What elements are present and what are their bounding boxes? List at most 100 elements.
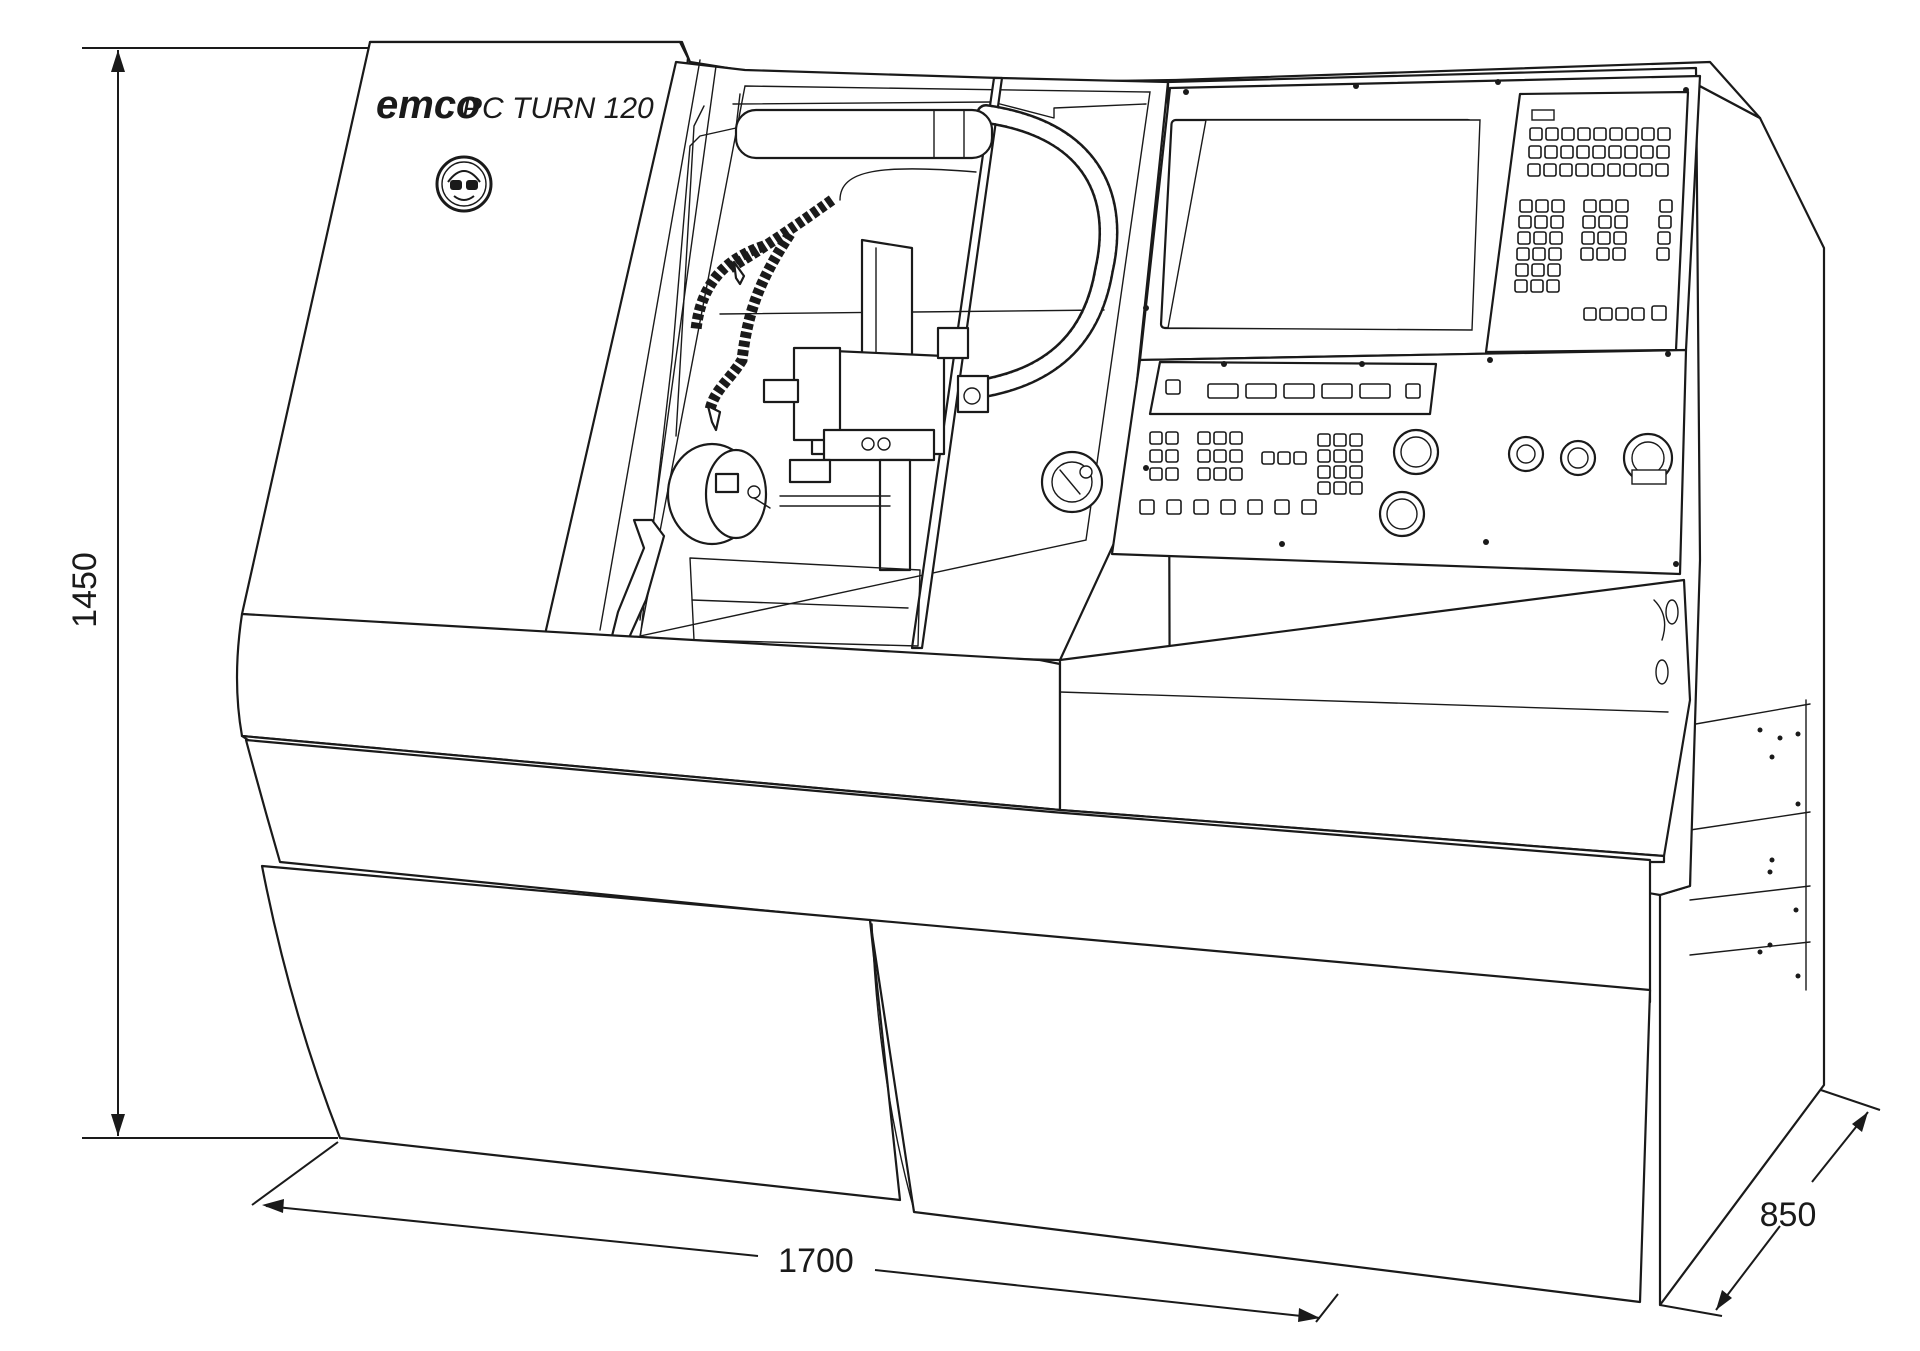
keyboard-key: [1576, 145, 1590, 159]
window-divider-bar: [910, 76, 1004, 650]
operator-key: [1349, 465, 1363, 479]
spindle-override-knob: [1378, 490, 1426, 538]
keyboard-key: [1592, 145, 1606, 159]
panel-screws: [1143, 79, 1689, 567]
keyboard-key: [1651, 305, 1667, 321]
keyboard-key: [1593, 127, 1607, 141]
height-dimension-label: 1450: [66, 552, 104, 628]
operator-key: [1333, 449, 1347, 463]
height-dimension: 1450: [66, 47, 368, 1139]
strip-key: [1245, 383, 1277, 399]
brand-logo: emco: [376, 83, 481, 127]
display-strip-keys: [1165, 379, 1421, 399]
cycle-start-button: [1559, 439, 1597, 477]
keyboard-key: [1548, 247, 1562, 261]
keyboard-key: [1581, 231, 1595, 245]
strip-key: [1207, 383, 1239, 399]
operator-key: [1197, 467, 1211, 481]
operator-key: [1197, 431, 1211, 445]
strip-key: [1165, 379, 1181, 395]
operator-key: [1220, 499, 1236, 515]
operator-key: [1261, 451, 1275, 465]
operator-key: [1301, 499, 1317, 515]
side-port-upper: [1665, 599, 1679, 625]
operator-key: [1149, 449, 1163, 463]
keyboard-key: [1545, 127, 1559, 141]
keyboard-key: [1583, 307, 1597, 321]
keyboard-key: [1607, 163, 1621, 177]
keyboard-key: [1597, 231, 1611, 245]
keyboard-key: [1528, 145, 1542, 159]
keyboard-key: [1550, 215, 1564, 229]
operator-key: [1349, 449, 1363, 463]
keyboard-key: [1655, 163, 1669, 177]
side-port-lower: [1655, 659, 1669, 685]
front-band-right: [1058, 578, 1692, 858]
operator-key: [1317, 433, 1331, 447]
keyboard-keys: [1514, 127, 1673, 321]
keyboard-key: [1531, 263, 1545, 277]
operator-keys: [1139, 431, 1363, 515]
operator-key: [1349, 433, 1363, 447]
width-dimension: 1700: [251, 1141, 1339, 1323]
keyboard-key: [1656, 145, 1670, 159]
coolant-nozzle: [690, 195, 836, 432]
keyboard-key: [1544, 145, 1558, 159]
keyboard-key: [1609, 127, 1623, 141]
keyboard-key: [1596, 247, 1610, 261]
strip-key: [1359, 383, 1391, 399]
keyboard-key: [1519, 199, 1533, 213]
operator-key: [1197, 449, 1211, 463]
width-dimension-label: 1700: [778, 1242, 854, 1280]
keyboard-key: [1623, 163, 1637, 177]
operator-key: [1149, 467, 1163, 481]
keyboard-key: [1599, 199, 1613, 213]
operator-key: [1317, 481, 1331, 495]
keyboard-key: [1559, 163, 1573, 177]
operator-key: [1229, 467, 1243, 481]
keyboard-key: [1624, 145, 1638, 159]
operator-key: [1229, 449, 1243, 463]
depth-dimension: 850: [1659, 1084, 1881, 1317]
top-tube: [734, 108, 994, 160]
keyboard-key: [1580, 247, 1594, 261]
chuck: [666, 442, 771, 546]
strip-key: [1321, 383, 1353, 399]
keyboard-key: [1583, 199, 1597, 213]
keyboard-key: [1657, 231, 1671, 245]
keyboard-key: [1641, 127, 1655, 141]
keyboard-key: [1527, 163, 1541, 177]
keyboard-key: [1615, 307, 1629, 321]
keyboard-key: [1657, 127, 1671, 141]
keyboard-key: [1582, 215, 1596, 229]
keyboard-key: [1560, 145, 1574, 159]
operator-key: [1274, 499, 1290, 515]
operator-key: [1139, 499, 1155, 515]
model-name: PC TURN 120: [462, 92, 654, 125]
operator-key: [1317, 465, 1331, 479]
safety-goggles-icon: [435, 155, 493, 213]
keyboard-key: [1577, 127, 1591, 141]
keyboard-key: [1656, 247, 1670, 261]
keyboard-key: [1549, 231, 1563, 245]
cabinet-door-left: [260, 864, 902, 1202]
keyboard-key: [1612, 247, 1626, 261]
tool-post: [762, 238, 990, 572]
operator-key: [1333, 433, 1347, 447]
strip-key: [1405, 383, 1421, 399]
keyboard-key: [1614, 215, 1628, 229]
keyboard-key: [1615, 199, 1629, 213]
keyboard-key: [1613, 231, 1627, 245]
operator-key: [1165, 449, 1179, 463]
keyboard-key: [1516, 247, 1530, 261]
keyboard-key: [1530, 279, 1544, 293]
operator-key: [1229, 431, 1243, 445]
keyboard-key: [1535, 199, 1549, 213]
operator-key: [1165, 467, 1179, 481]
keyboard-key: [1625, 127, 1639, 141]
keyboard-key: [1532, 247, 1546, 261]
keyboard-key: [1547, 263, 1561, 277]
operator-key: [1293, 451, 1307, 465]
